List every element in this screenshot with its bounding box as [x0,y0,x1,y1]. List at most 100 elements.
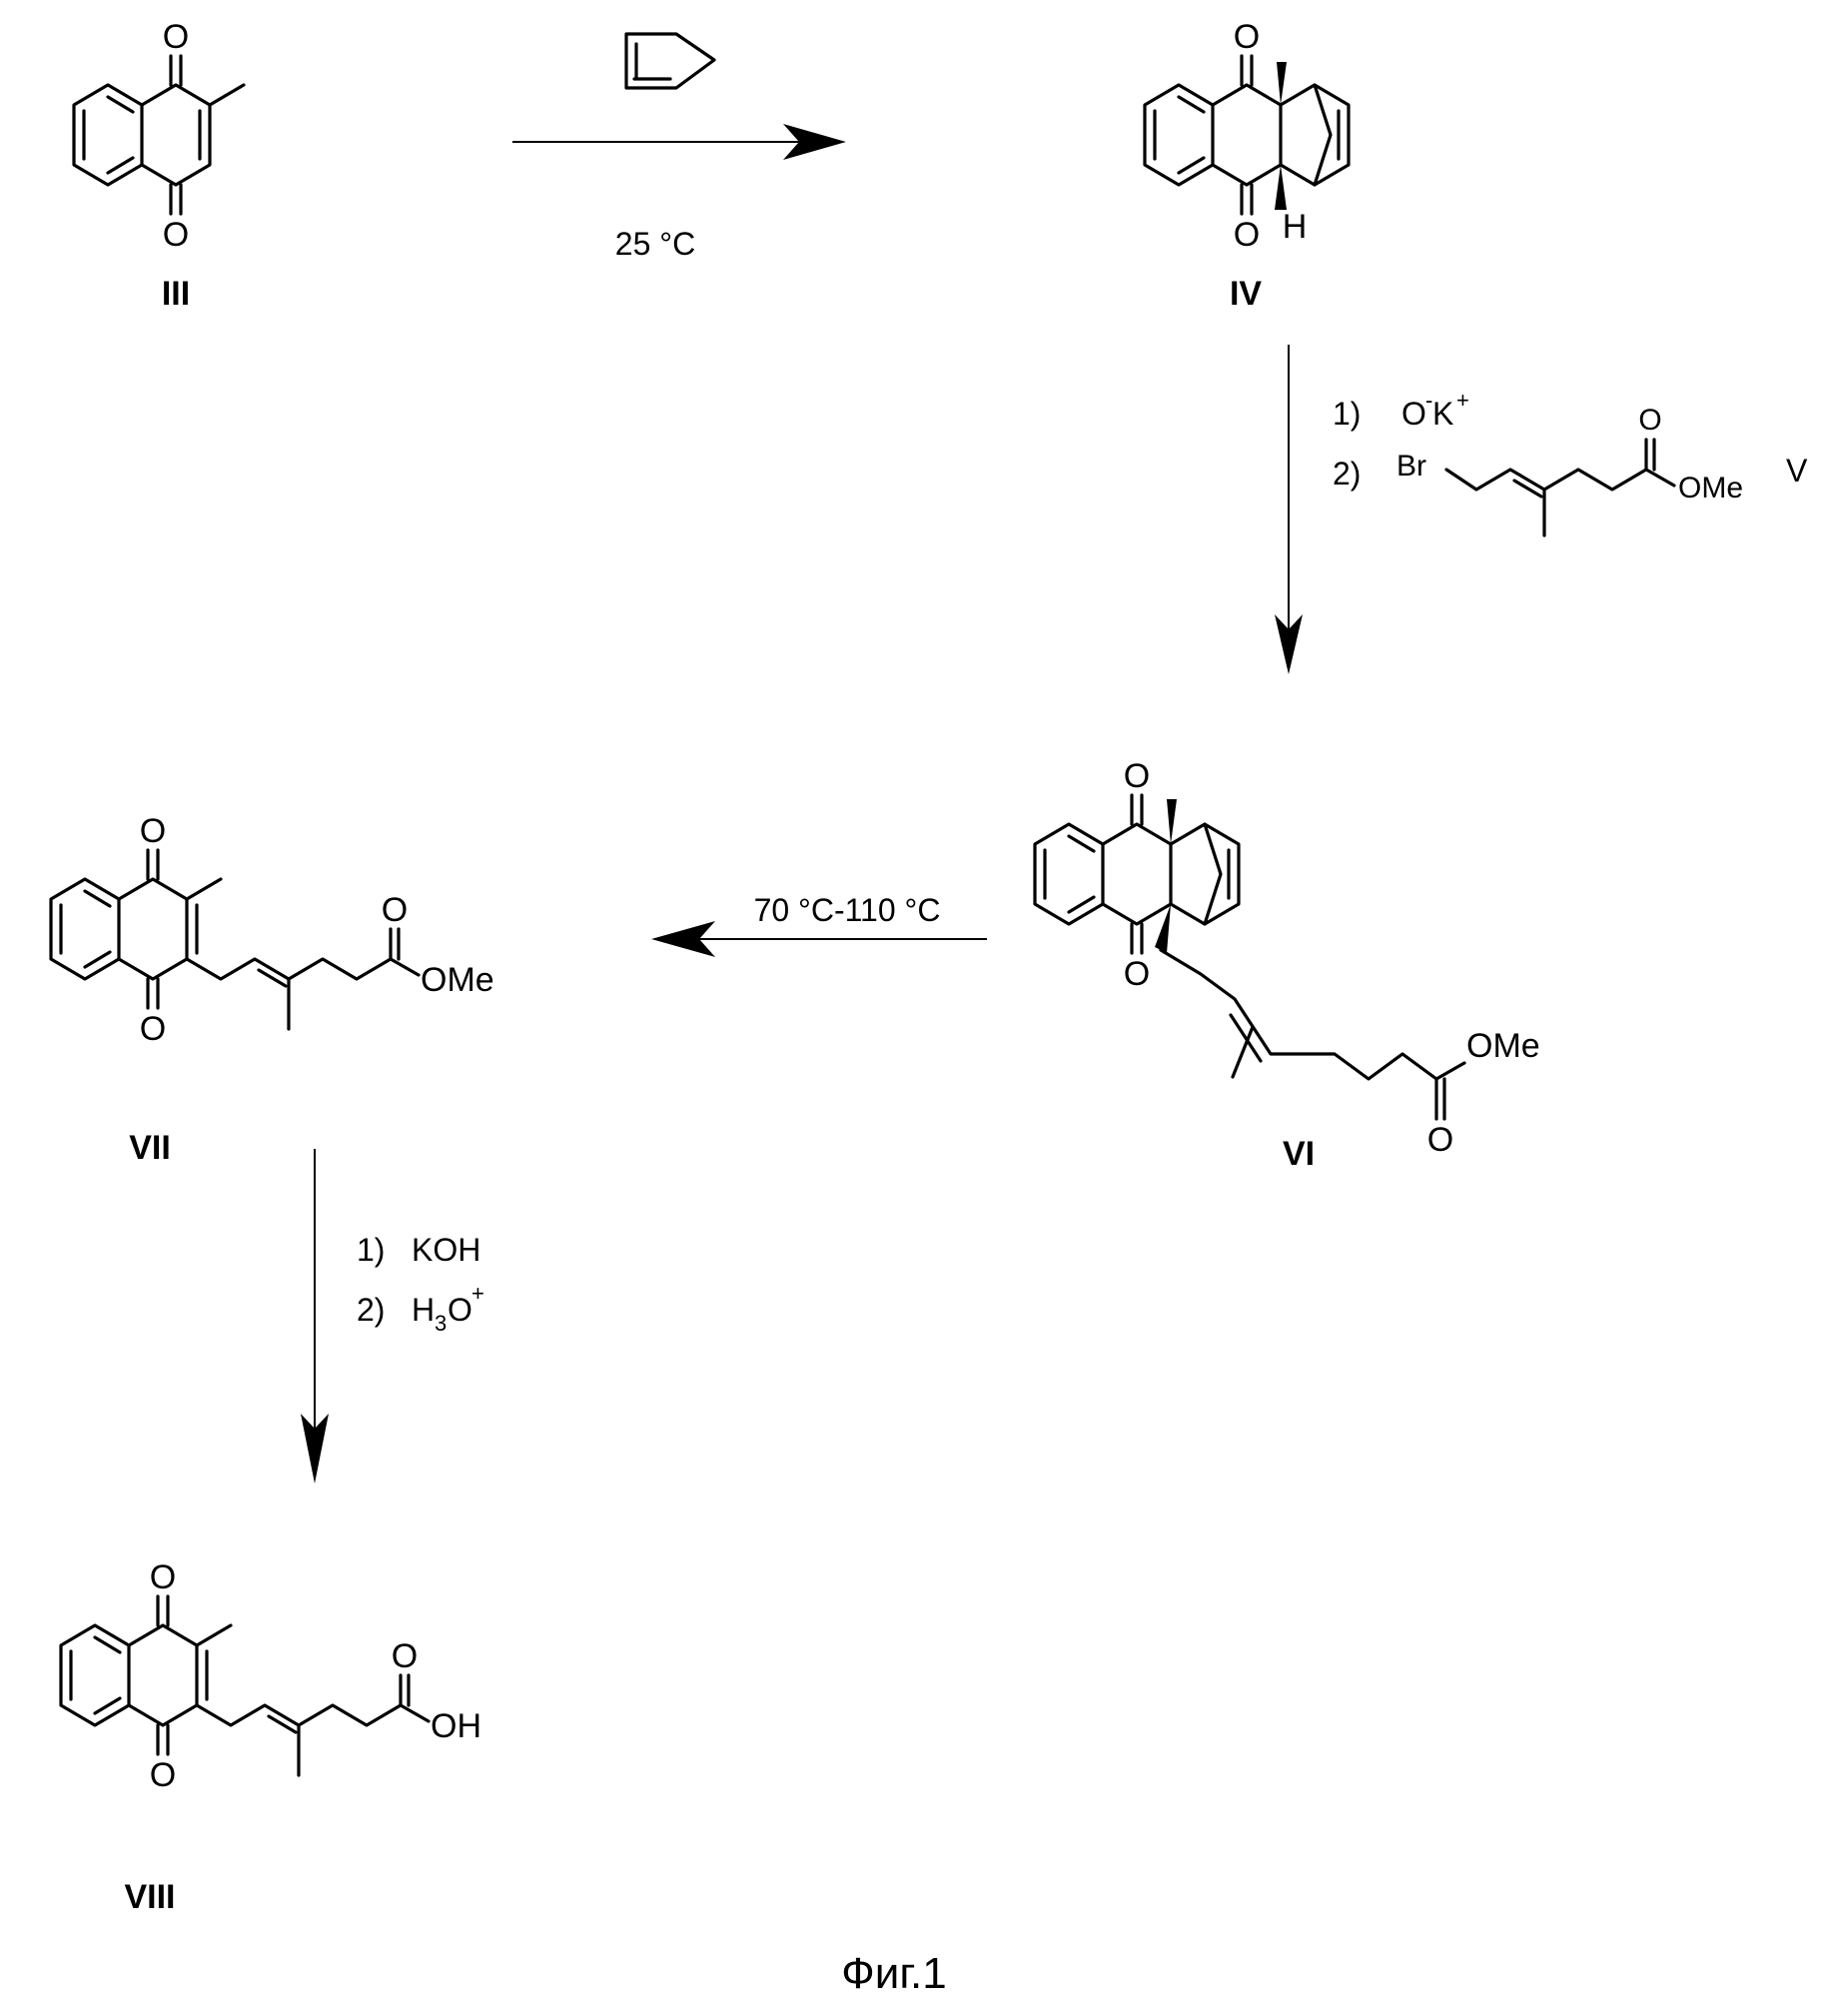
VI-methoxy: OMe [1466,1027,1540,1065]
step-4-num-2: 2) [357,1292,385,1328]
VIII-alkene [267,1714,298,1734]
VIII-oxygen-top: O [150,1558,176,1596]
IV-middle-ring [1211,83,1283,187]
VI-methyl-branch [1231,1025,1255,1079]
VII-methyl [185,877,223,901]
VII-oxygen-top: O [140,812,166,850]
cyclopentadiene-reagent [624,32,716,90]
III-carbonyl-bottom [169,183,183,216]
VI-middle-ring [1101,822,1173,926]
VIII-benzene-inner-bonds [69,1635,122,1715]
arrow-step-2-head [1275,614,1303,674]
III-quinone-ring [140,83,212,187]
VII-carbonyl-bottom [146,977,160,1010]
compound-VII: O O O OMe VII [49,812,494,1167]
figure-caption: Фиг.1 [841,1949,946,1998]
compound-VI: O O OMe O VI [1033,757,1540,1173]
III-carbonyl-top [169,54,183,87]
VIII-hydroxyl: OH [431,1707,481,1745]
IV-carbonyl-bottom [1240,183,1254,216]
IV-oxygen-bottom: O [1234,216,1260,254]
step-4-num-1: 1) [357,1232,385,1268]
step-2-reagent-k: K [1432,396,1453,432]
VIII-carbonyl-top [156,1594,170,1627]
reagent-V-methoxy: OMe [1678,472,1743,504]
compound-IV: O O H IV [1143,18,1351,313]
compound-III: O O III [72,18,246,313]
VII-side-chain [185,927,393,981]
VI-alkene [1229,1013,1263,1063]
IV-bicyclic-ring [1279,83,1351,187]
step-3-temperature: 70 °C-110 °C [754,892,941,928]
arrow-step-4: 1) KOH 2) H 3 O + [301,1149,484,1484]
VI-ester-oxygen: O [1427,1121,1453,1159]
step-2-num-1: 1) [1333,396,1361,432]
arrow-step-1-head [783,124,846,160]
VI-ester-bond [1434,1061,1466,1081]
IV-methylene-bridge [1313,83,1333,187]
VII-methoxy: OMe [421,961,494,999]
arrow-step-4-head [301,1414,329,1484]
VI-benzene-inner-bonds [1043,834,1096,914]
step-1-temperature: 25 °C [615,226,695,262]
IV-label: IV [1230,275,1262,313]
VII-benzene-inner-bonds [59,889,112,969]
VIII-acid-bond [399,1703,431,1723]
VIII-quinone-ring [127,1623,199,1727]
VII-ester-bond [389,957,421,977]
VI-label: VI [1283,1135,1315,1173]
VII-carbonyl-top [146,848,160,881]
step-4-reagent-h: H [412,1292,435,1328]
reagent-V-ester-bond [1644,468,1676,488]
step-2-reagent-plus: + [1456,388,1469,413]
step-4-reagent-koh: KOH [412,1232,480,1268]
VII-alkene [257,968,288,988]
VIII-carbonyl-bottom [156,1723,170,1756]
III-benzene-inner-bonds [82,95,135,175]
VIII-oxygen-bottom: O [150,1756,176,1794]
VI-oxygen-bottom: O [1124,955,1150,993]
reagent-V-ester-oxygen: O [1638,404,1661,437]
VIII-methyl [195,1623,233,1647]
IV-hydrogen: H [1283,208,1308,246]
cyclopentadiene-ring [624,32,716,90]
III-oxygen-top: O [163,18,189,56]
step-4-reagent-plus: + [471,1281,484,1306]
arrow-step-2: 1) O - K + 2) [1275,345,1469,674]
VI-carbonyl-bottom [1130,922,1144,955]
reagent-V-alkene [1512,479,1543,499]
IV-oxygen-top: O [1234,18,1260,56]
arrow-step-1: 25 °C [512,124,846,262]
VII-ester-oxygen: O [382,891,408,929]
reagent-V-label: V [1786,453,1808,489]
compound-VIII: O O O OH VIII [59,1558,481,1916]
IV-hydrogen-wedge [1275,165,1287,210]
VI-methylene-bridge [1203,822,1223,926]
VI-methyl-wedge [1167,799,1177,844]
VIII-acid-oxygen: O [392,1637,418,1675]
VII-label: VII [129,1129,171,1167]
VIII-label: VIII [124,1878,175,1916]
step-2-reagent-o: O [1401,396,1426,432]
step-4-reagent-o: O [448,1292,472,1328]
reagent-V-bromine: Br [1396,450,1426,483]
reagent-V: Br O OMe V [1396,404,1808,537]
VI-side-chain-wedge [1155,904,1171,953]
cyclopentadiene-double-bonds [632,42,672,81]
reagent-V-chain [1444,438,1648,492]
arrow-step-3-head [651,921,715,957]
IV-benzene-inner-bonds [1153,95,1206,175]
VI-side-chain [1159,948,1438,1121]
VI-bicyclic-ring [1169,822,1241,926]
VII-oxygen-bottom: O [140,1010,166,1048]
VI-oxygen-top: O [1124,757,1150,795]
III-oxygen-bottom: O [163,216,189,254]
VII-quinone-ring [117,877,189,981]
III-methyl [208,83,246,107]
IV-methyl-wedge [1277,62,1287,105]
VIII-side-chain [195,1673,403,1727]
VI-carbonyl-top [1130,793,1144,826]
step-4-reagent-sub3: 3 [435,1311,447,1336]
arrow-step-3: 70 °C-110 °C [651,892,987,957]
